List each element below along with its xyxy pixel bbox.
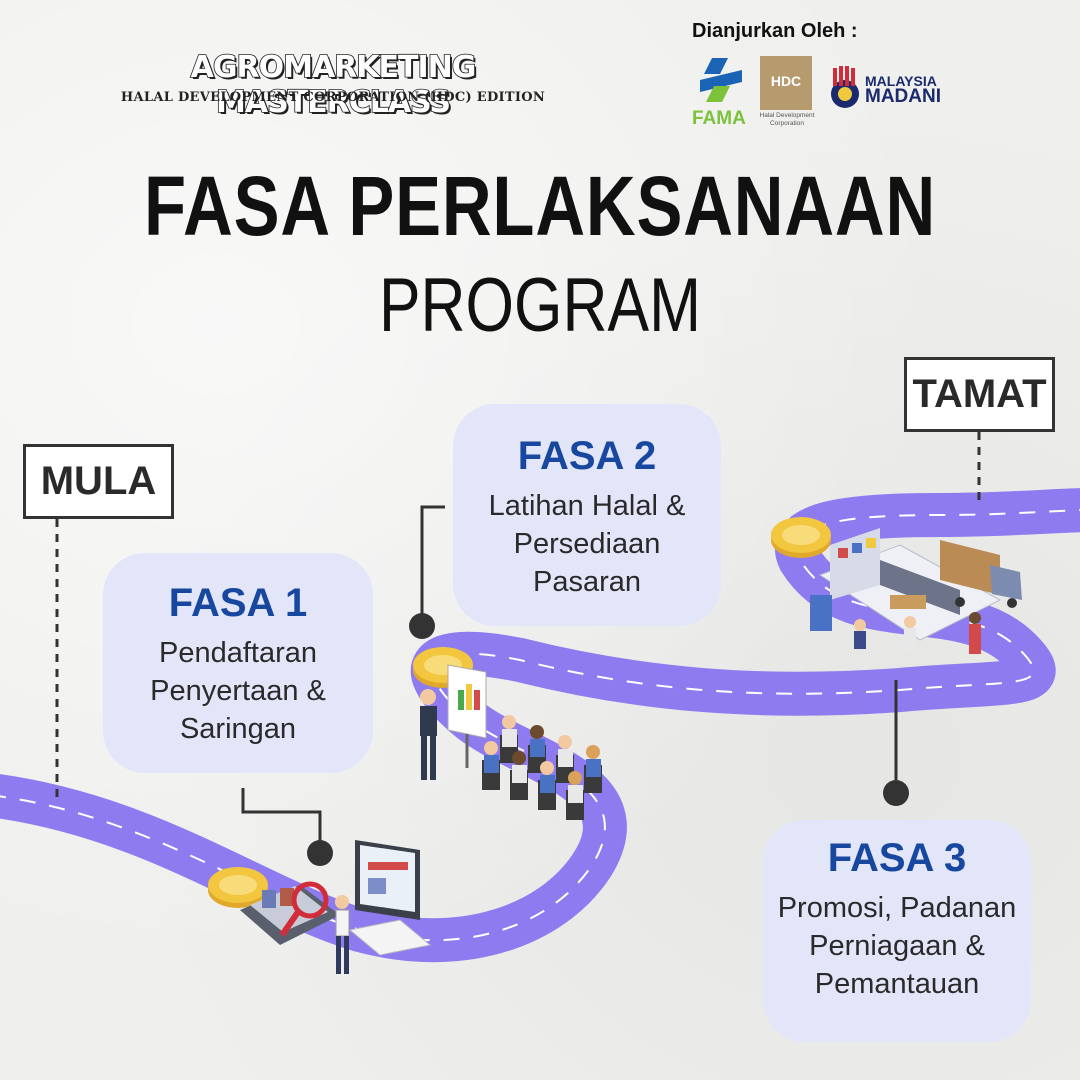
coin-icon <box>771 517 831 558</box>
madani-line2: MADANI <box>865 86 941 107</box>
phase-line: Latihan Halal & <box>488 490 686 522</box>
sponsor-label: Dianjurkan Oleh : <box>692 20 858 42</box>
fama-logo-icon <box>698 56 744 104</box>
phase-line: Persediaan <box>513 528 661 560</box>
page-title: FASA PERLAKSANAAN <box>143 159 937 253</box>
phase-title: FASA 2 <box>517 434 657 478</box>
phase-line: Promosi, Padanan <box>777 892 1017 924</box>
phase-card-3: FASA 3 Promosi, Padanan Perniagaan & Pem… <box>763 820 1031 1042</box>
page-subtitle: PROGRAM <box>378 263 702 348</box>
phase1-connector <box>241 788 322 852</box>
end-marker: TAMAT <box>904 357 1055 432</box>
phase-line: Saringan <box>179 713 297 745</box>
audience-seats <box>482 715 602 820</box>
phase-line: Pendaftaran <box>158 637 317 669</box>
hdc-logo-icon: HDC <box>760 56 812 110</box>
coin-icon <box>208 867 268 908</box>
phase-card-1: FASA 1 Pendaftaran Penyertaan & Saringan <box>103 553 373 773</box>
supermarket-illustration <box>810 528 1022 654</box>
start-marker: MULA <box>23 444 174 519</box>
training-class-illustration <box>420 664 487 780</box>
phase-line: Pemantauan <box>814 968 980 1000</box>
phase-line: Pasaran <box>532 566 641 598</box>
madani-line1: MALAYSIA <box>865 73 937 89</box>
malaysia-madani-logo-icon <box>828 64 862 112</box>
fama-logo-text: FAMA <box>692 108 746 129</box>
phase-line: Perniagaan & <box>809 930 985 962</box>
phase2-dot <box>409 613 435 639</box>
phase2-connector <box>420 505 445 625</box>
phase1-dot <box>307 840 333 866</box>
phase-title: FASA 3 <box>827 836 967 880</box>
laptop-registration-illustration <box>240 840 432 974</box>
malaysia-madani-text: MALAYSIA MADANI <box>865 73 941 107</box>
hdc-logo-text: HDC <box>770 73 802 89</box>
phase-title: FASA 1 <box>168 581 308 625</box>
phase3-dot <box>883 780 909 806</box>
program-subtitle: HALAL DEVELOPMENT CORPORATION (HDC) EDIT… <box>120 90 546 105</box>
phase-card-2: FASA 2 Latihan Halal & Persediaan Pasara… <box>453 404 721 626</box>
phase-line: Penyertaan & <box>150 675 326 707</box>
hdc-caption: Halal Development Corporation <box>759 112 815 127</box>
program-title: AGROMARKETING MASTERCLASS <box>190 49 477 121</box>
